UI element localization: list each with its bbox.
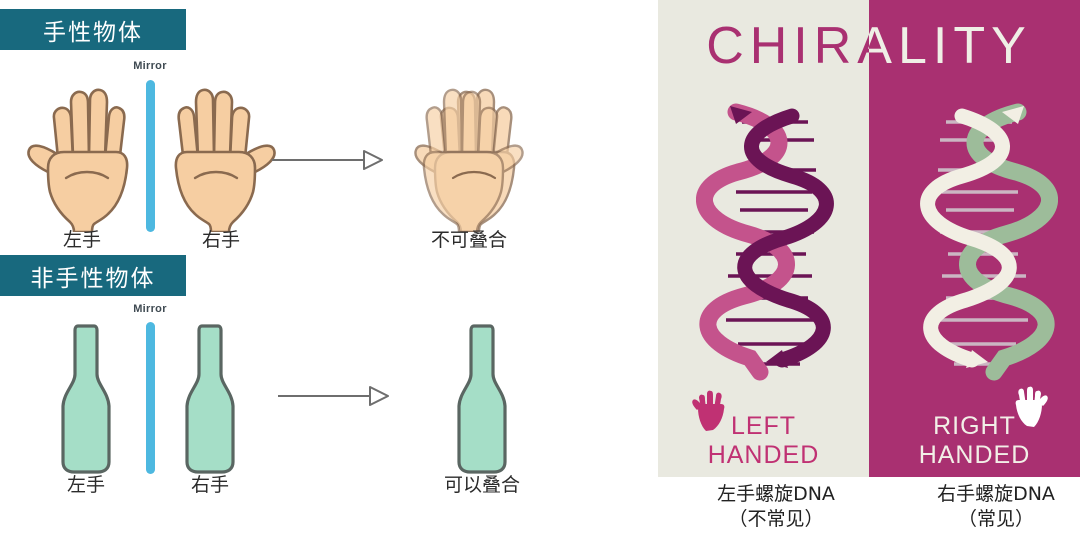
right-dna-caption-line1: 右手螺旋DNA (937, 483, 1055, 505)
mirror-bar-achiral (146, 322, 155, 474)
superimposable-caption: 可以叠合 (443, 474, 520, 496)
right-dna-caption: 右手螺旋DNA （常见） (876, 482, 1080, 532)
superimposed-hands-figure (404, 80, 534, 237)
right-bottle-figure (180, 322, 240, 479)
right-handed-line2: HANDED (918, 441, 1031, 469)
left-bottle-figure (56, 322, 116, 479)
section-badge-achiral-label: 非手性物体 (30, 265, 156, 292)
right-dna-caption-line2: （常见） (957, 508, 1034, 530)
left-dna-caption-line2: （不常见） (728, 508, 824, 530)
section-badge-chiral-label: 手性物体 (43, 19, 143, 46)
right-hand-icon (174, 88, 276, 234)
left-handed-label: LEFT HANDED (658, 412, 869, 470)
non-superimposable-caption: 不可叠合 (430, 229, 507, 251)
right-hand-caption: 右手 (201, 229, 240, 251)
section-badge-achiral: 非手性物体 (0, 255, 186, 296)
left-handed-line1: LEFT (730, 412, 797, 440)
mirror-bar-chiral (146, 80, 155, 232)
left-hand-icon (27, 88, 129, 234)
left-bottle-caption: 左手 (66, 474, 105, 496)
left-hand-figure (24, 80, 140, 237)
right-bottle-caption: 右手 (190, 474, 229, 496)
right-hand-figure (163, 80, 279, 237)
mirror-label-achiral: Mirror (133, 303, 167, 315)
left-hand-silhouette-icon (692, 390, 725, 431)
right-handed-line1: RIGHT (933, 412, 1016, 440)
arrow-right-icon (278, 386, 389, 406)
right-handed-label: RIGHT HANDED (869, 412, 1080, 470)
left-handed-line2: HANDED (707, 441, 820, 469)
right-handed-dna-helix (920, 103, 1058, 381)
superimposed-bottle-figure (452, 322, 512, 479)
arrow-achiral (278, 384, 390, 413)
chirality-diagram-panel: 手性物体 Mirror 左手 (0, 9, 534, 496)
left-dna-caption-line1: 左手螺旋DNA (717, 483, 835, 505)
bottle-icon (61, 324, 111, 474)
non-superimposable-hands-icon (414, 88, 524, 234)
right-hand-silhouette-icon (1015, 386, 1048, 427)
left-dna-caption: 左手螺旋DNA （不常见） (656, 482, 896, 532)
left-hand-caption: 左手 (62, 229, 101, 251)
left-handed-dna-helix (696, 103, 834, 381)
arrow-chiral (272, 148, 384, 177)
section-badge-chiral: 手性物体 (0, 9, 186, 50)
bottle-icon (457, 324, 507, 474)
mirror-label-chiral: Mirror (133, 60, 167, 72)
bottle-icon (185, 324, 235, 474)
arrow-right-icon (272, 150, 383, 170)
